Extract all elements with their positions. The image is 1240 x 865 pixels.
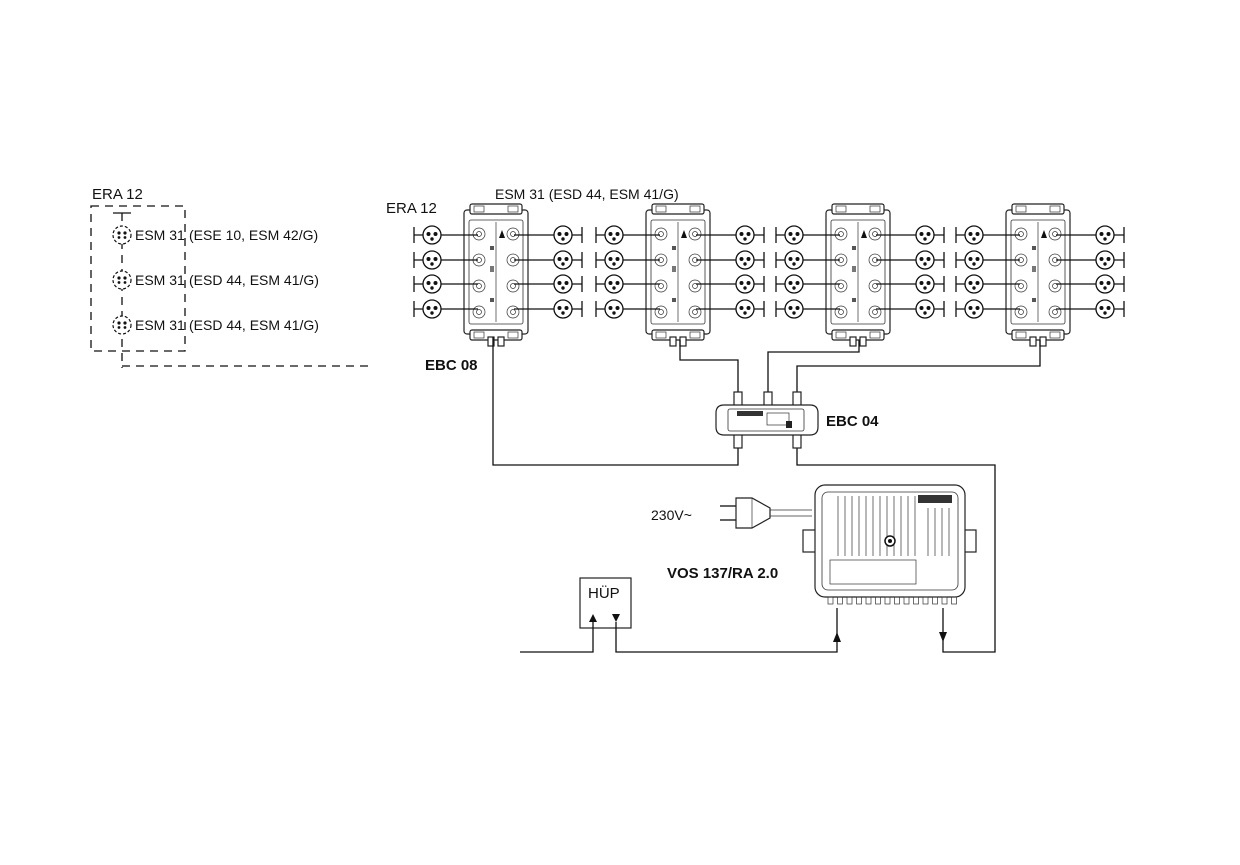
hup-label: HÜP bbox=[588, 584, 620, 602]
wall-socket-icon bbox=[784, 250, 804, 270]
switch-groups bbox=[413, 203, 1125, 347]
amplifier-ports bbox=[827, 596, 957, 605]
ebc04-label: EBC 04 bbox=[826, 413, 879, 430]
ebc08-multiswitch bbox=[825, 203, 891, 347]
ebc08-multiswitch bbox=[463, 203, 529, 347]
wall-socket-icon bbox=[422, 225, 442, 245]
legend-module-1: ESM 31 bbox=[135, 227, 185, 243]
wall-socket-icon bbox=[1095, 299, 1115, 319]
wall-socket-icon bbox=[784, 299, 804, 319]
wall-socket-icon bbox=[964, 250, 984, 270]
legend-dashed-box bbox=[90, 205, 186, 352]
amplifier-device bbox=[802, 484, 977, 605]
legend-group: ERA 12 ESM 31 (ESE 10, ESM 42/G) ESM 31 … bbox=[90, 186, 372, 368]
legend-alt-1: (ESE 10, ESM 42/G) bbox=[189, 227, 318, 243]
wall-socket-icon bbox=[735, 274, 755, 294]
feed-cables bbox=[520, 608, 947, 653]
legend-module-2: ESM 31 bbox=[135, 272, 185, 288]
wall-socket-icon bbox=[964, 225, 984, 245]
wall-socket-icon bbox=[422, 299, 442, 319]
wall-socket-icon bbox=[422, 274, 442, 294]
multiswitch-group bbox=[955, 203, 1125, 347]
wall-socket-icon bbox=[784, 225, 804, 245]
wall-socket-icon bbox=[1095, 225, 1115, 245]
legend-socket-icon bbox=[112, 270, 132, 290]
wall-socket-icon bbox=[915, 274, 935, 294]
trunk-cables bbox=[492, 337, 1041, 653]
wall-socket-icon bbox=[553, 250, 573, 270]
ebc08-label: EBC 08 bbox=[425, 357, 478, 374]
wall-socket-icon bbox=[604, 225, 624, 245]
legend-socket-icon bbox=[112, 315, 132, 335]
legend-module-3: ESM 31 bbox=[135, 317, 185, 333]
wall-socket-icon bbox=[735, 250, 755, 270]
wall-socket-icon bbox=[915, 225, 935, 245]
wall-socket-icon bbox=[604, 250, 624, 270]
wall-socket-icon bbox=[915, 299, 935, 319]
wall-socket-icon bbox=[964, 274, 984, 294]
ebc08-multiswitch bbox=[645, 203, 711, 347]
legend-socket-icon bbox=[112, 225, 132, 245]
wall-socket-icon bbox=[422, 250, 442, 270]
ebc08-multiswitch bbox=[1005, 203, 1071, 347]
multiswitch-group bbox=[595, 203, 765, 347]
legend-alt-2: (ESD 44, ESM 41/G) bbox=[189, 272, 319, 288]
wall-socket-icon bbox=[553, 299, 573, 319]
amplifier-cooling-fins bbox=[837, 496, 950, 556]
ebc04-splitter bbox=[715, 391, 819, 449]
wall-socket-icon bbox=[735, 299, 755, 319]
era12-left-label: ERA 12 bbox=[92, 186, 143, 203]
wall-socket-icon bbox=[784, 274, 804, 294]
amplifier-label: VOS 137/RA 2.0 bbox=[667, 565, 778, 582]
wall-socket-icon bbox=[964, 299, 984, 319]
wall-socket-icon bbox=[604, 299, 624, 319]
wall-socket-icon bbox=[735, 225, 755, 245]
wall-socket-icon bbox=[553, 225, 573, 245]
wall-socket-icon bbox=[915, 250, 935, 270]
legend-alt-3: (ESD 44, ESM 41/G) bbox=[189, 317, 319, 333]
hup-box bbox=[579, 577, 632, 629]
era12-right-label: ERA 12 bbox=[386, 200, 437, 217]
voltage-label: 230V~ bbox=[651, 507, 692, 523]
esm-top-label: ESM 31 (ESD 44, ESM 41/G) bbox=[495, 186, 679, 202]
wall-socket-icon bbox=[553, 274, 573, 294]
wall-socket-icon bbox=[1095, 274, 1115, 294]
multiswitch-group bbox=[775, 203, 945, 347]
multiswitch-group bbox=[413, 203, 583, 347]
wall-socket-icon bbox=[604, 274, 624, 294]
wall-socket-icon bbox=[1095, 250, 1115, 270]
power-plug-icon bbox=[720, 497, 812, 529]
